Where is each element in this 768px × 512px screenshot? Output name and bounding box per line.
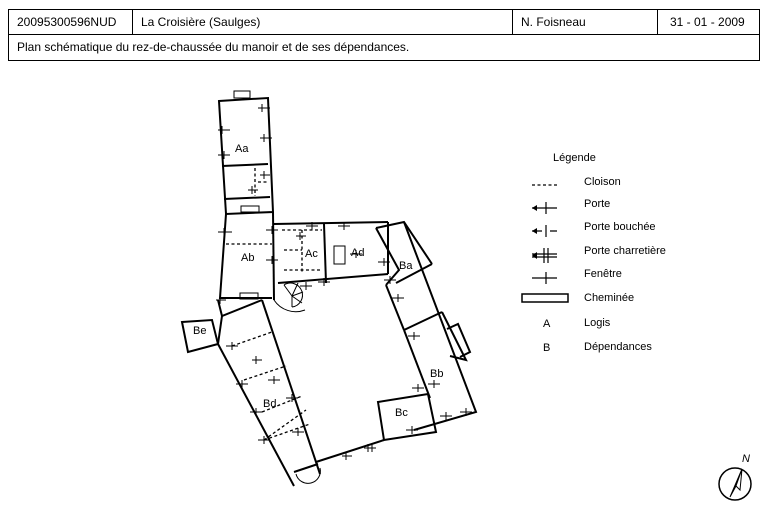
legend: Légende Cloison Porte Porte bouchée Port…	[521, 152, 666, 354]
legend-fenetre-symbol	[532, 272, 557, 284]
drawing-date: 31 - 01 - 2009	[670, 15, 745, 29]
legend-title: Légende	[553, 152, 596, 164]
north-arrow: N	[718, 453, 752, 501]
legend-dependances-key: B	[543, 342, 550, 354]
building-b-partitions	[231, 331, 311, 441]
legend-cheminee-label: Cheminée	[584, 292, 634, 304]
legend-porte-label: Porte	[584, 198, 610, 210]
door-marks	[216, 104, 472, 460]
legend-porte-charretiere-label: Porte charretière	[584, 245, 666, 257]
legend-fenetre-label: Fenêtre	[584, 268, 622, 280]
room-label-ad: Ad	[351, 247, 364, 259]
title-block: 20095300596NUD La Croisière (Saulges) N.…	[8, 9, 760, 61]
author-name: N. Foisneau	[513, 10, 658, 34]
legend-porte-bouchee-label: Porte bouchée	[584, 221, 656, 233]
reference-number: 20095300596NUD	[9, 10, 133, 34]
legend-porte-bouchee-symbol	[532, 225, 557, 237]
oven	[293, 463, 321, 484]
room-label-bb: Bb	[430, 368, 443, 380]
north-label: N	[742, 453, 750, 465]
legend-porte-symbol	[532, 202, 557, 214]
title-block-row: 20095300596NUD La Croisière (Saulges) N.…	[9, 10, 759, 35]
room-label-ab: Ab	[241, 252, 254, 264]
legend-logis-label: Logis	[584, 317, 611, 329]
room-label-ba: Ba	[399, 260, 413, 272]
room-label-be: Be	[193, 325, 206, 337]
building-a-walls	[217, 96, 389, 301]
spiral-staircase	[273, 282, 306, 313]
site-name: La Croisière (Saulges)	[133, 10, 513, 34]
plan-caption: Plan schématique du rez-de-chaussée du m…	[17, 40, 410, 54]
room-label-ac: Ac	[305, 248, 318, 260]
building-b-walls	[180, 220, 478, 487]
room-label-aa: Aa	[235, 143, 249, 155]
building-a-partitions	[226, 168, 322, 272]
legend-cheminee-symbol	[521, 293, 569, 303]
room-label-bc: Bc	[395, 407, 408, 419]
building-a-chimneys	[233, 90, 346, 300]
legend-dependances-label: Dépendances	[584, 341, 652, 353]
legend-porte-charretiere-symbol	[532, 248, 557, 263]
room-label-bd: Bd	[263, 398, 276, 410]
legend-cloison-label: Cloison	[584, 176, 621, 188]
legend-logis-key: A	[543, 318, 551, 330]
compass-ring	[718, 467, 752, 501]
